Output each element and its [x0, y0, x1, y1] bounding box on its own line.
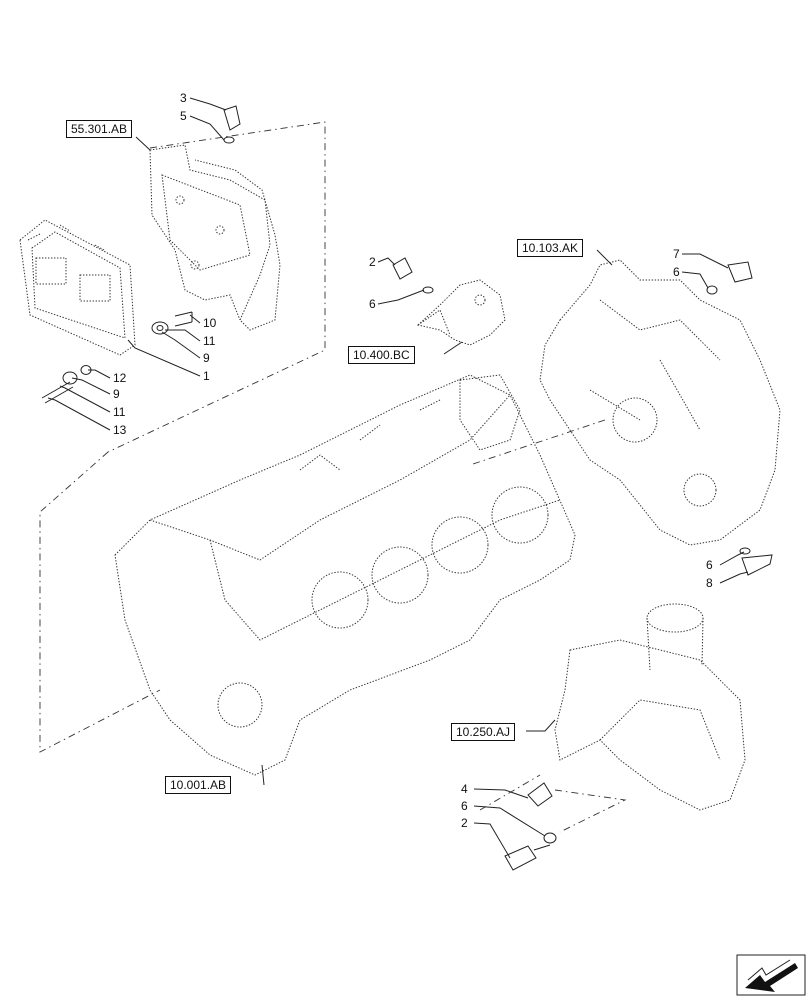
callout-9: 9 [203, 351, 210, 365]
callout-10: 10 [203, 316, 217, 330]
callout-11: 11 [203, 334, 216, 348]
ref-10-400-bc[interactable]: 10.400.BC [348, 346, 415, 364]
callout-6: 6 [673, 265, 680, 279]
callout-6: 6 [369, 297, 376, 311]
oil-pump-part [392, 257, 506, 346]
ref-10-001-ab[interactable]: 10.001.AB [165, 776, 232, 794]
callout-2: 2 [369, 255, 376, 269]
callout-5: 5 [180, 109, 187, 123]
ref-10-103-ak[interactable]: 10.103.AK [517, 239, 584, 257]
thermostat-housing [504, 603, 746, 871]
callout-6: 6 [706, 558, 713, 572]
callout-11: 11 [113, 405, 126, 419]
ecu-bracket [149, 144, 281, 331]
callout-7: 7 [673, 247, 680, 261]
top-sensor [223, 105, 241, 144]
callout-13: 13 [113, 423, 127, 437]
ref-55-301-ab[interactable]: 55.301.AB [66, 120, 133, 138]
ecu-module [19, 219, 136, 356]
callout-12: 12 [113, 371, 127, 385]
callout-2: 2 [461, 816, 468, 830]
callout-1: 1 [203, 369, 210, 383]
callout-6: 6 [461, 799, 468, 813]
ref-10-250-aj[interactable]: 10.250.AJ [451, 723, 516, 741]
engine-block [114, 374, 576, 776]
callout-8: 8 [706, 576, 713, 590]
callout-9: 9 [113, 387, 120, 401]
flywheel-housing [539, 259, 781, 576]
callout-3: 3 [180, 91, 187, 105]
callout-4: 4 [461, 782, 468, 796]
next-page-arrow-icon[interactable] [736, 954, 806, 996]
